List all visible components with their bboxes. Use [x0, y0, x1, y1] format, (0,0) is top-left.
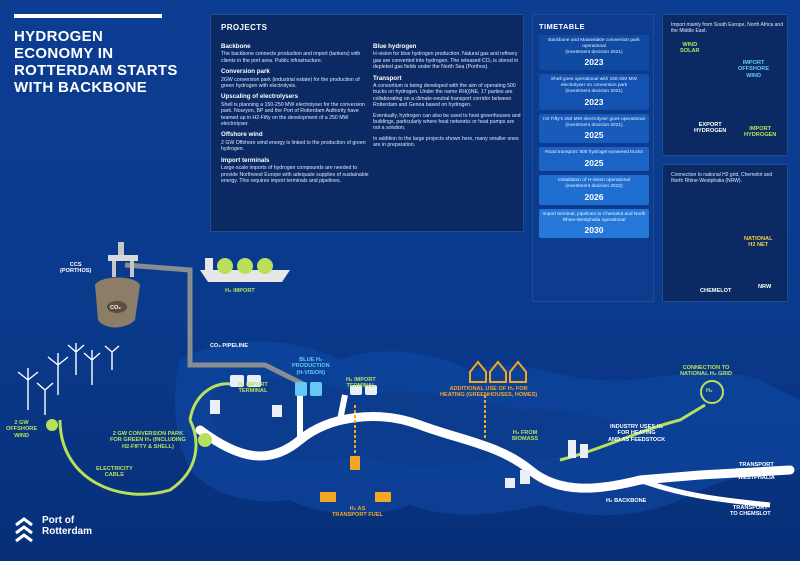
timetable-item: Import terminal, pipelines to Chemelot a… [539, 208, 649, 239]
timetable-year: 2025 [584, 158, 604, 169]
projects-column-right: Blue hydrogen H-vision for blue hydrogen… [373, 39, 521, 151]
import-text: Import mainly from South Europe, North A… [671, 22, 783, 34]
wind-turbines [17, 343, 120, 415]
timetable-text: Backbone and Maasvlakte conversion park … [548, 38, 640, 49]
ccs-platform [95, 242, 140, 328]
greenhouses [469, 360, 527, 383]
co2-store-label: CO₂ [110, 305, 121, 311]
timetable-panel: TIMETABLE Backbone and Maasvlakte conver… [532, 14, 654, 302]
co2-pipeline-label: CO₂ PIPELINE [210, 343, 248, 349]
timetable-year: 2023 [584, 57, 604, 68]
conversion-park-node [198, 433, 212, 447]
project-text: 2 GW Offshore wind energy is linked to t… [221, 139, 366, 153]
offshore-wind-label: 2 GW OFFSHORE WIND [6, 420, 38, 439]
terminal-tanks [230, 375, 377, 396]
timetable-text: Import terminal, pipelines to Chemelot a… [542, 211, 646, 223]
project-text: Shell is planning a 150-250 MW electroly… [221, 101, 365, 128]
title-bar [14, 14, 162, 18]
lng-ship [200, 258, 290, 282]
connection-panel: Connection to national H2 grid, Chemelot… [662, 164, 788, 302]
project-text: A consortium is being developed with the… [373, 83, 516, 109]
timetable-note: (investment decision 2021) [565, 122, 623, 128]
h2-grid-circle-label: H₂ [706, 388, 713, 394]
project-text: Large-scale imports of hydrogen compound… [221, 165, 369, 184]
project-title: Upscaling of electrolysers [221, 93, 299, 101]
projects-column-left: Backbone The backbone connects productio… [221, 39, 369, 186]
electricity-cable [58, 419, 198, 496]
fuel-station [320, 456, 391, 502]
timetable-text: H2 Fifty's 250 MW electrolyser goes oper… [543, 116, 645, 122]
industry-label: INDUSTRY USES H₂ FOR HEATING AND AS FEED… [608, 424, 666, 443]
timetable-item: Backbone and Maasvlakte conversion park … [539, 35, 649, 71]
nrw-label: NRW [758, 284, 772, 290]
backbone-branch-chemelot [639, 477, 771, 508]
timetable-year: 2030 [584, 225, 604, 236]
h2-grid-circle [700, 380, 724, 404]
transport-nrw-label: TRANSPORT NORTH RHINE- WESTPHALIA [736, 462, 777, 481]
electricity-cable-label: ELECTRICITY CABLE [96, 466, 133, 479]
timetable-item: Road transport: 500 hydrogen-powered tru… [539, 147, 649, 172]
ccs-label: CCS (PORTHOS) [60, 262, 92, 275]
project-text: Eventually, hydrogen can also be used to… [373, 112, 521, 132]
national-grid-label: CONNECTION TO NATIONAL H₂ GRID [680, 365, 732, 378]
project-title: Import terminals [221, 156, 270, 164]
project-text: 2GW conversion park (industrial estate) … [221, 76, 360, 90]
timetable-note: (investment decision 2021) [565, 88, 623, 94]
project-text: H-vision for blue hydrogen production. N… [373, 51, 519, 71]
timetable-note: (investment decision 2022) [565, 183, 623, 189]
project-title: Transport [373, 74, 402, 82]
h2-import-ship-label: H₂ IMPORT [225, 288, 255, 294]
chemelot-label: CHEMELOT [700, 288, 732, 294]
timetable-text: Installation of H-vision operational [558, 178, 630, 184]
timetable-note: (investment decision 2021) [565, 49, 623, 55]
timetable-text: Shell goes operational with 150-250 MW e… [550, 77, 638, 89]
transport-fuel-label: H₂ AS TRANSPORT FUEL [332, 506, 383, 519]
timetable-item: H2 Fifty's 250 MW electrolyser goes oper… [539, 113, 649, 144]
project-title: Blue hydrogen [373, 43, 417, 50]
h2-backbone [195, 412, 795, 493]
main-title: HYDROGEN ECONOMY IN ROTTERDAM STARTS WIT… [14, 28, 178, 96]
wind-solar-label: WIND SOLAR [680, 42, 700, 55]
connection-text: Connection to national H2 grid, Chemelot… [671, 172, 773, 184]
logo-mark [15, 517, 33, 543]
co2-pipeline [124, 262, 307, 388]
blue-h2-label: BLUE H₂ PRODUCTION (H-VISION) [292, 357, 330, 376]
export-hydrogen-label: EXPORT HYDROGEN [694, 122, 727, 135]
import-hydrogen-label: IMPORT HYDROGEN [744, 126, 777, 139]
logo-text: Port of Rotterdam [42, 515, 93, 537]
timetable-heading: TIMETABLE [539, 22, 585, 31]
project-title: Conversion park [221, 68, 270, 76]
backbone-label: H₂ BACKBONE [606, 498, 647, 504]
project-text: The backbone connects production and imp… [221, 51, 361, 64]
import-panel: Import mainly from South Europe, North A… [662, 14, 788, 156]
timetable-item: Installation of H-vision operational (in… [539, 175, 649, 205]
project-title: Backbone [221, 43, 251, 50]
national-net-label: NATIONAL H2 NET [744, 236, 773, 249]
transport-chemelot-label: TRANSPORT TO CHEMSLOT [730, 505, 771, 518]
timetable-text: Road transport: 500 hydrogen-powered tru… [545, 150, 643, 156]
biomass-label: H₂ FROM BIOMASS [512, 430, 539, 443]
projects-panel: PROJECTS Backbone The backbone connects … [210, 14, 524, 232]
timetable-year: 2026 [584, 191, 604, 202]
backbone-branch-terminal2 [337, 394, 348, 421]
projects-heading: PROJECTS [221, 23, 268, 32]
timetable-item: Shell goes operational with 150-250 MW e… [539, 74, 649, 110]
project-title: Offshore wind [221, 131, 263, 139]
offshore-wind-node [46, 419, 58, 431]
timetable-year: 2025 [584, 130, 604, 141]
industry [210, 400, 588, 488]
h2-import-terminal-label-2: H₂ IMPORT TERMINAL [346, 377, 376, 390]
port-of-rotterdam-logo: Port of Rotterdam [12, 515, 92, 537]
project-text: In addition to the large projects shown … [373, 135, 519, 149]
conversion-park-label: 2 GW CONVERSION PARK FOR GREEN H₂ (INCLU… [110, 431, 186, 450]
import-offshore-label: IMPORT OFFSHORE WIND [738, 60, 770, 79]
heating-label: ADDITIONAL USE OF H₂ FOR HEATING (GREENH… [440, 386, 538, 399]
timetable-year: 2023 [584, 96, 604, 107]
h2-import-terminal-label-1: H₂ IMPORT TERMINAL [238, 382, 268, 395]
